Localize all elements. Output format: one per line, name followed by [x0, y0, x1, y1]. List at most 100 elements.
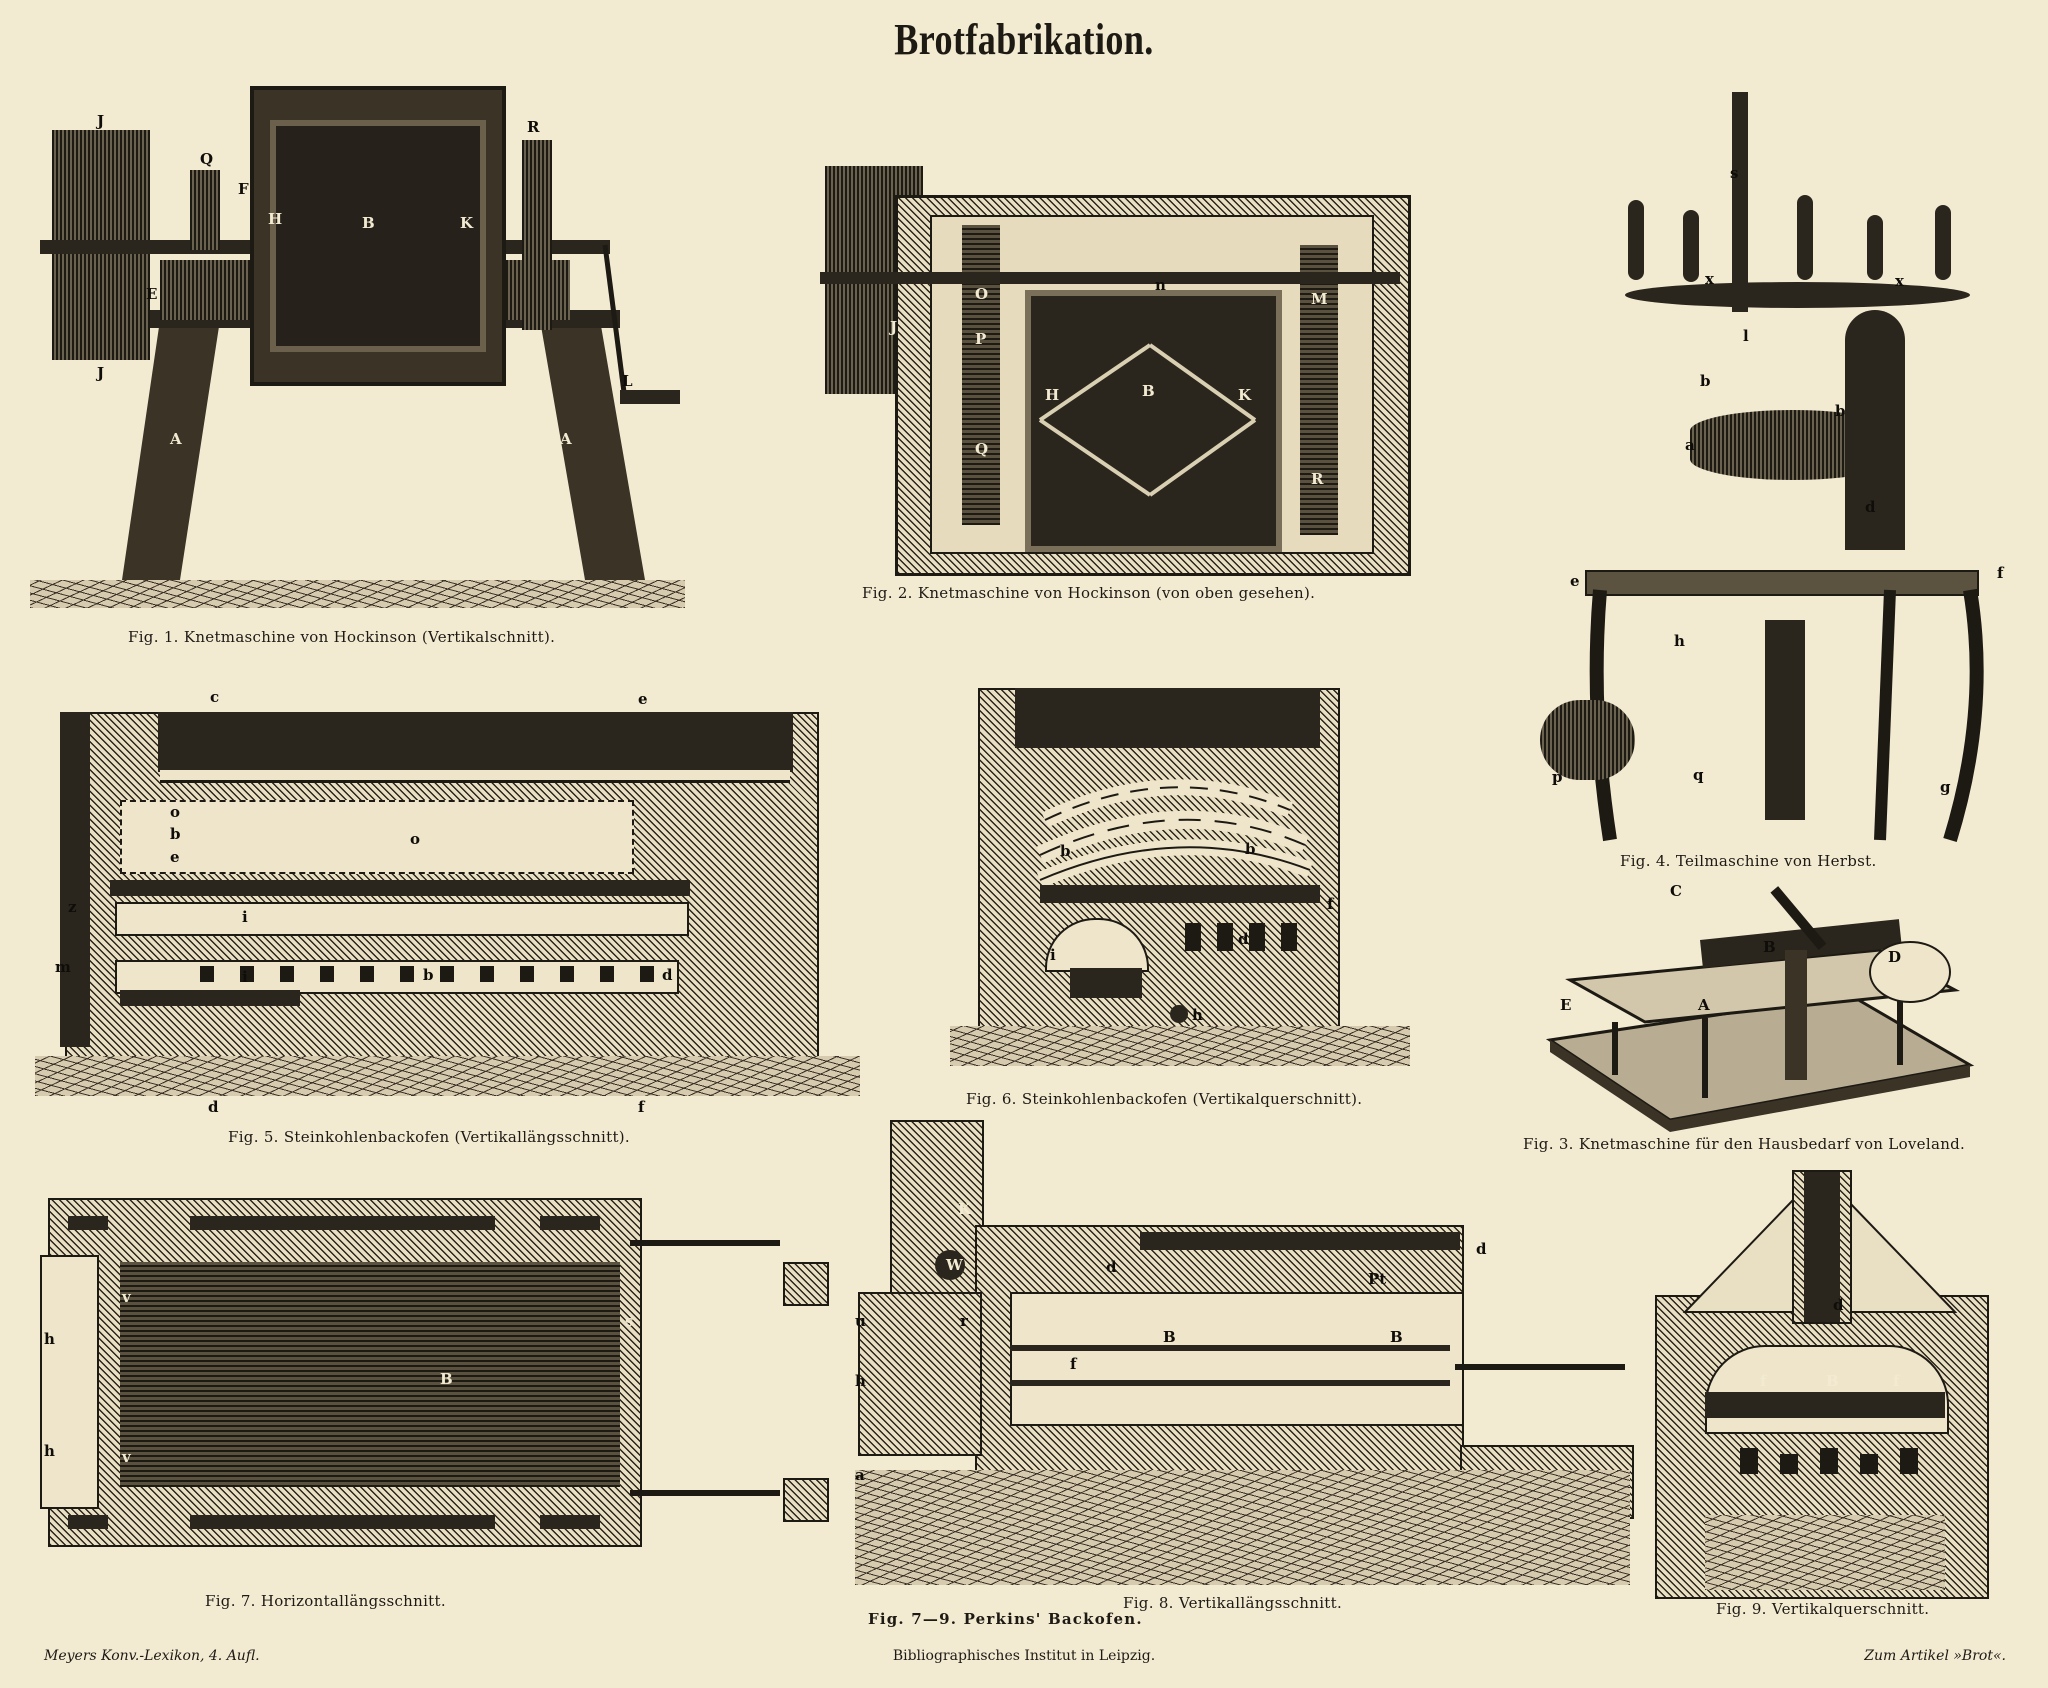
fig5-label: d — [208, 1098, 219, 1116]
fig6-arches — [1036, 779, 1320, 903]
fig7-rod — [630, 1490, 780, 1496]
fig2-label: Q — [975, 440, 989, 458]
fig2-label: B — [1142, 382, 1155, 400]
fig9-chimney — [1792, 1170, 1852, 1324]
fig1-trough — [250, 86, 506, 386]
fig2-caption: Fig. 2. Knetmaschine von Hockinson (von … — [862, 584, 1316, 602]
fig4-handle — [1935, 205, 1951, 280]
fig5-floor — [35, 1056, 860, 1096]
fig7-corner — [540, 1515, 600, 1529]
fig5-caption: Fig. 5. Steinkohlenbackofen (Vertikallän… — [228, 1128, 631, 1146]
fig1-label: Q — [200, 150, 214, 168]
fig5-label: i — [242, 908, 248, 926]
fig2-rack-right — [1300, 245, 1338, 535]
fig4-label: g — [1940, 778, 1951, 796]
fig1-label: E — [146, 285, 158, 303]
fig3-label: D — [1888, 948, 1902, 966]
fig8-furnace — [858, 1292, 982, 1456]
fig8-label: u — [855, 1312, 866, 1330]
fig4-spindle — [1732, 92, 1748, 312]
fig1-label: J — [97, 112, 105, 130]
fig4-label: s — [1730, 164, 1739, 182]
fig2-blades — [1038, 343, 1257, 497]
fig3-label: B — [1763, 938, 1776, 956]
fig2-label: J — [890, 318, 898, 336]
fig5-firebox — [120, 990, 300, 1006]
fig4-caption: Fig. 4. Teilmaschine von Herbst. — [1620, 852, 1877, 870]
fig6-ashpit — [1070, 968, 1142, 998]
fig2-label: H — [1045, 386, 1060, 404]
fig8-label: B — [1390, 1328, 1403, 1346]
fig4-column — [1845, 310, 1905, 550]
fig6-label: f — [1327, 895, 1334, 913]
fig1-label: H — [268, 210, 283, 228]
fig4-label: l — [1743, 327, 1749, 345]
fig6-caption: Fig. 6. Steinkohlenbackofen (Vertikalque… — [966, 1090, 1363, 1108]
fig9-label: f — [1760, 1372, 1767, 1390]
fig5-label: e — [170, 848, 180, 866]
fig7-caption: Fig. 7. Horizontallängsschnitt. — [205, 1592, 446, 1610]
fig4-label: b — [1700, 372, 1711, 390]
fig4-label: x — [1895, 272, 1904, 290]
fig8-label: B — [1163, 1328, 1176, 1346]
fig7-corner — [68, 1216, 108, 1230]
fig2-label: O — [975, 285, 989, 303]
fig5-label: b — [170, 825, 181, 843]
fig4-label: q — [1693, 766, 1704, 784]
fig7-label: v — [122, 1448, 131, 1466]
fig7-flue-bottom — [190, 1515, 495, 1529]
fig4-table — [1585, 570, 1979, 596]
fig4-legs — [1589, 588, 1984, 843]
fig9-tubes — [1705, 1392, 1945, 1418]
fig1-label: J — [97, 364, 105, 382]
fig5-label: d — [662, 966, 673, 984]
fig3-label: C — [1670, 882, 1682, 900]
fig7-tube-bank — [120, 1262, 620, 1487]
fig8-label: K — [958, 1200, 972, 1218]
fig1-label: R — [527, 118, 540, 136]
fig4-handle — [1628, 200, 1644, 280]
fig5-grate — [200, 966, 654, 982]
fig1-caption: Fig. 1. Knetmaschine von Hockinson (Vert… — [128, 628, 556, 646]
fig5-chimney — [60, 712, 90, 1047]
fig2-trough — [1025, 290, 1282, 552]
fig7-furnace-doors — [40, 1255, 99, 1509]
fig5-label: i — [242, 968, 248, 986]
fig8-rod — [1455, 1364, 1625, 1370]
fig1-label: B — [362, 214, 375, 232]
fig6-label: h — [1192, 1006, 1203, 1024]
fig8-label: W — [946, 1256, 963, 1274]
fig6-label: i — [1050, 946, 1056, 964]
fig2-label: K — [1238, 386, 1252, 404]
fig6-top-chamber — [1015, 688, 1320, 748]
fig4-label: b — [1835, 402, 1846, 420]
fig1-crank — [602, 244, 680, 404]
fig2-label: n — [1155, 276, 1166, 294]
fig8-top-flue — [1140, 1232, 1460, 1250]
fig8-label: d — [1476, 1240, 1487, 1258]
fig7-label: h — [44, 1330, 55, 1348]
fig8-label: h — [855, 1372, 866, 1390]
fig1-floor — [30, 580, 685, 608]
fig4-label: x — [1705, 270, 1714, 288]
fig8-label: a — [855, 1466, 865, 1484]
fig8-label: Pt — [1368, 1270, 1387, 1288]
fig6-label: d — [1238, 930, 1249, 948]
fig5-label: b — [423, 966, 434, 984]
fig4-handle — [1797, 195, 1813, 280]
fig1-label: A — [560, 430, 572, 448]
fig4-label: f — [1997, 564, 2004, 582]
fig1-gearbox-left — [160, 260, 250, 320]
footer-publisher: Bibliographisches Institut in Leipzig. — [892, 1648, 1156, 1664]
fig6-floor — [950, 1026, 1410, 1066]
fig5-label: m — [55, 958, 71, 976]
fig7-corner — [540, 1216, 600, 1230]
fig5-label: z — [68, 898, 77, 916]
fig8-label: d — [1106, 1258, 1117, 1276]
fig5-label: c — [210, 688, 220, 706]
fig5-top-chamber — [158, 712, 793, 772]
fig8-floor — [855, 1470, 1630, 1585]
footer-source: Meyers Konv.-Lexikon, 4. Aufl. — [44, 1648, 260, 1664]
fig7-label: B — [440, 1370, 453, 1388]
fig9-label: d — [1833, 1296, 1844, 1314]
